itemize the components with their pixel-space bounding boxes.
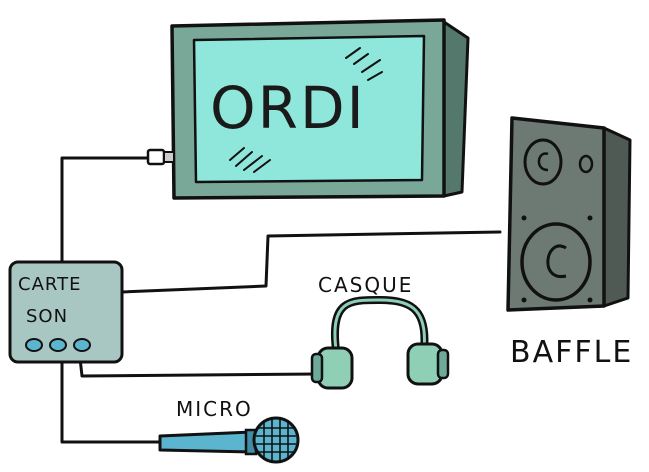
microphone-grille [256, 418, 296, 462]
speaker-small-port [578, 154, 594, 174]
sound-card: CARTE SON [8, 260, 124, 364]
cable-card-to-speaker [120, 230, 502, 294]
sound-card-label-line1: CARTE [18, 274, 81, 295]
monitor-side [442, 20, 470, 198]
cable-card-to-microphone [60, 360, 162, 444]
sound-card-jacks [25, 338, 91, 352]
jack-2 [49, 338, 67, 352]
microphone-label: MICRO [176, 397, 253, 421]
cables [60, 156, 502, 444]
speaker-tweeter [523, 138, 563, 186]
cable-computer-to-card [60, 156, 152, 264]
speaker-side [602, 126, 632, 308]
monitor-connector [146, 148, 175, 166]
microphone: MICRO [158, 397, 300, 464]
speaker-screws [521, 215, 593, 303]
sound-card-box [8, 260, 124, 364]
screen-glare-marks [229, 47, 383, 173]
microphone-handle [158, 430, 254, 454]
headphones-label: CASQUE [318, 273, 413, 297]
monitor-screen [192, 34, 426, 184]
headphones: CASQUE [310, 273, 450, 390]
speaker-woofer [520, 222, 592, 302]
microphone-head [252, 416, 300, 464]
monitor-bottom-lip [175, 195, 441, 199]
computer-monitor: ORDI [146, 18, 470, 200]
speaker-label: BAFFLE [510, 335, 633, 370]
cable-card-to-headphones [78, 356, 320, 378]
sound-card-label-line2: SON [26, 306, 68, 327]
jack-1 [25, 338, 43, 352]
speaker: BAFFLE [506, 116, 633, 370]
jack-3 [73, 338, 91, 352]
computer-label: ORDI [210, 74, 366, 142]
